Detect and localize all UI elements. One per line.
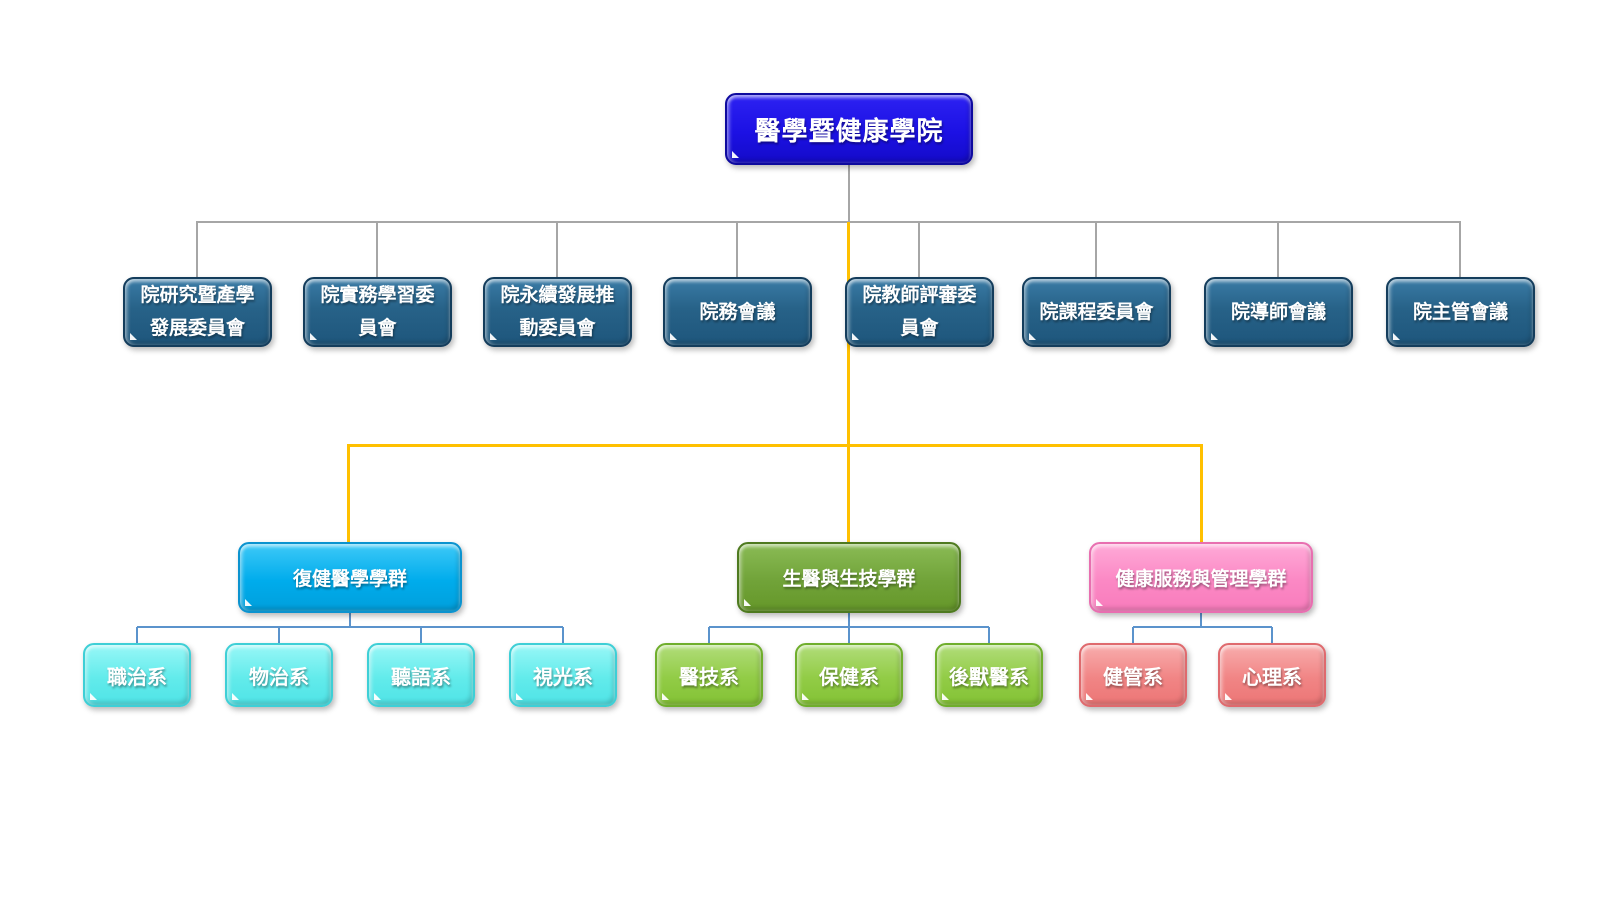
connector-committee-drop-8: [1459, 221, 1461, 277]
connector-g2-stub: [848, 613, 850, 627]
org-node-dept-physical-therapy: 物治系: [225, 643, 333, 707]
connector-committee-bus: [197, 221, 1461, 223]
org-node-dept-health-care: 保健系: [795, 643, 903, 707]
node-label: 院永續發展推動委員會: [500, 284, 615, 339]
connector-g2-drop-1: [708, 627, 710, 644]
connector-group-bus: [347, 444, 1202, 447]
connector-g2-drop-2: [848, 627, 850, 644]
connector-committee-drop-2: [376, 221, 378, 277]
connector-committee-drop-1: [196, 221, 198, 277]
connector-g3-bus: [1133, 626, 1272, 628]
connector-committee-drop-4: [736, 221, 738, 277]
org-node-root: 醫學暨健康學院: [725, 93, 973, 165]
org-node-college-affairs-meeting: 院務會議: [663, 277, 812, 347]
org-node-dept-medical-technology: 醫技系: [655, 643, 763, 707]
org-node-tutor-meeting: 院導師會議: [1204, 277, 1353, 347]
node-label: 院教師評審委員會: [862, 284, 977, 339]
connector-g2-drop-3: [988, 627, 990, 644]
node-label: 健康服務與管理學群: [1115, 568, 1287, 590]
connector-committee-drop-3: [556, 221, 558, 277]
org-node-committee-research-industry: 院研究暨產學發展委員會: [123, 277, 272, 347]
connector-g3-drop-2: [1271, 627, 1273, 644]
org-node-committee-practicum: 院實務學習委員會: [303, 277, 452, 347]
node-label: 視光系: [533, 664, 593, 689]
node-label: 院實務學習委員會: [320, 284, 435, 339]
node-label: 院課程委員會: [1039, 300, 1154, 323]
node-label: 院主管會議: [1412, 300, 1508, 323]
org-node-dept-health-management: 健管系: [1079, 643, 1187, 707]
org-node-supervisor-meeting: 院主管會議: [1386, 277, 1535, 347]
connector-g1-stub: [349, 613, 351, 627]
node-label: 醫學暨健康學院: [754, 116, 944, 147]
connector-committee-drop-7: [1277, 221, 1279, 277]
connector-committee-drop-5: [918, 221, 920, 277]
org-node-dept-speech-hearing: 聽語系: [367, 643, 475, 707]
org-node-group-rehabilitation: 復健醫學學群: [238, 542, 462, 613]
org-node-committee-curriculum: 院課程委員會: [1022, 277, 1171, 347]
org-node-committee-sustainability: 院永續發展推動委員會: [483, 277, 632, 347]
org-node-dept-post-veterinary: 後獸醫系: [935, 643, 1043, 707]
org-node-group-health-service-management: 健康服務與管理學群: [1089, 542, 1313, 613]
org-node-committee-teacher-evaluation: 院教師評審委員會: [845, 277, 994, 347]
connector-group-drop-1: [347, 444, 350, 542]
node-label: 院務會議: [699, 300, 776, 323]
connector-group-drop-3: [1200, 444, 1203, 542]
node-label: 物治系: [249, 664, 309, 689]
node-label: 復健醫學學群: [292, 568, 407, 590]
connector-g1-drop-4: [562, 627, 564, 644]
connector-g3-drop-1: [1132, 627, 1134, 644]
node-label: 健管系: [1103, 664, 1163, 689]
connector-g1-drop-3: [420, 627, 422, 644]
node-label: 保健系: [819, 664, 879, 689]
connector-g3-stub: [1200, 613, 1202, 627]
connector-g1-drop-1: [136, 627, 138, 644]
node-label: 院研究暨產學發展委員會: [140, 284, 255, 339]
node-label: 後獸醫系: [949, 664, 1029, 689]
connector-g1-bus: [137, 626, 563, 628]
org-node-dept-occupational-therapy: 職治系: [83, 643, 191, 707]
connector-root-to-groups: [847, 222, 850, 542]
connector-root-drop: [848, 165, 850, 222]
org-node-dept-optometry: 視光系: [509, 643, 617, 707]
node-label: 職治系: [107, 664, 167, 689]
node-label: 生醫與生技學群: [782, 568, 916, 590]
org-node-group-biomed-biotech: 生醫與生技學群: [737, 542, 961, 613]
org-node-dept-psychology: 心理系: [1218, 643, 1326, 707]
node-label: 醫技系: [679, 664, 739, 689]
node-label: 心理系: [1242, 664, 1302, 689]
connector-committee-drop-6: [1095, 221, 1097, 277]
connector-g1-drop-2: [278, 627, 280, 644]
node-label: 院導師會議: [1230, 300, 1326, 323]
node-label: 聽語系: [391, 664, 451, 689]
